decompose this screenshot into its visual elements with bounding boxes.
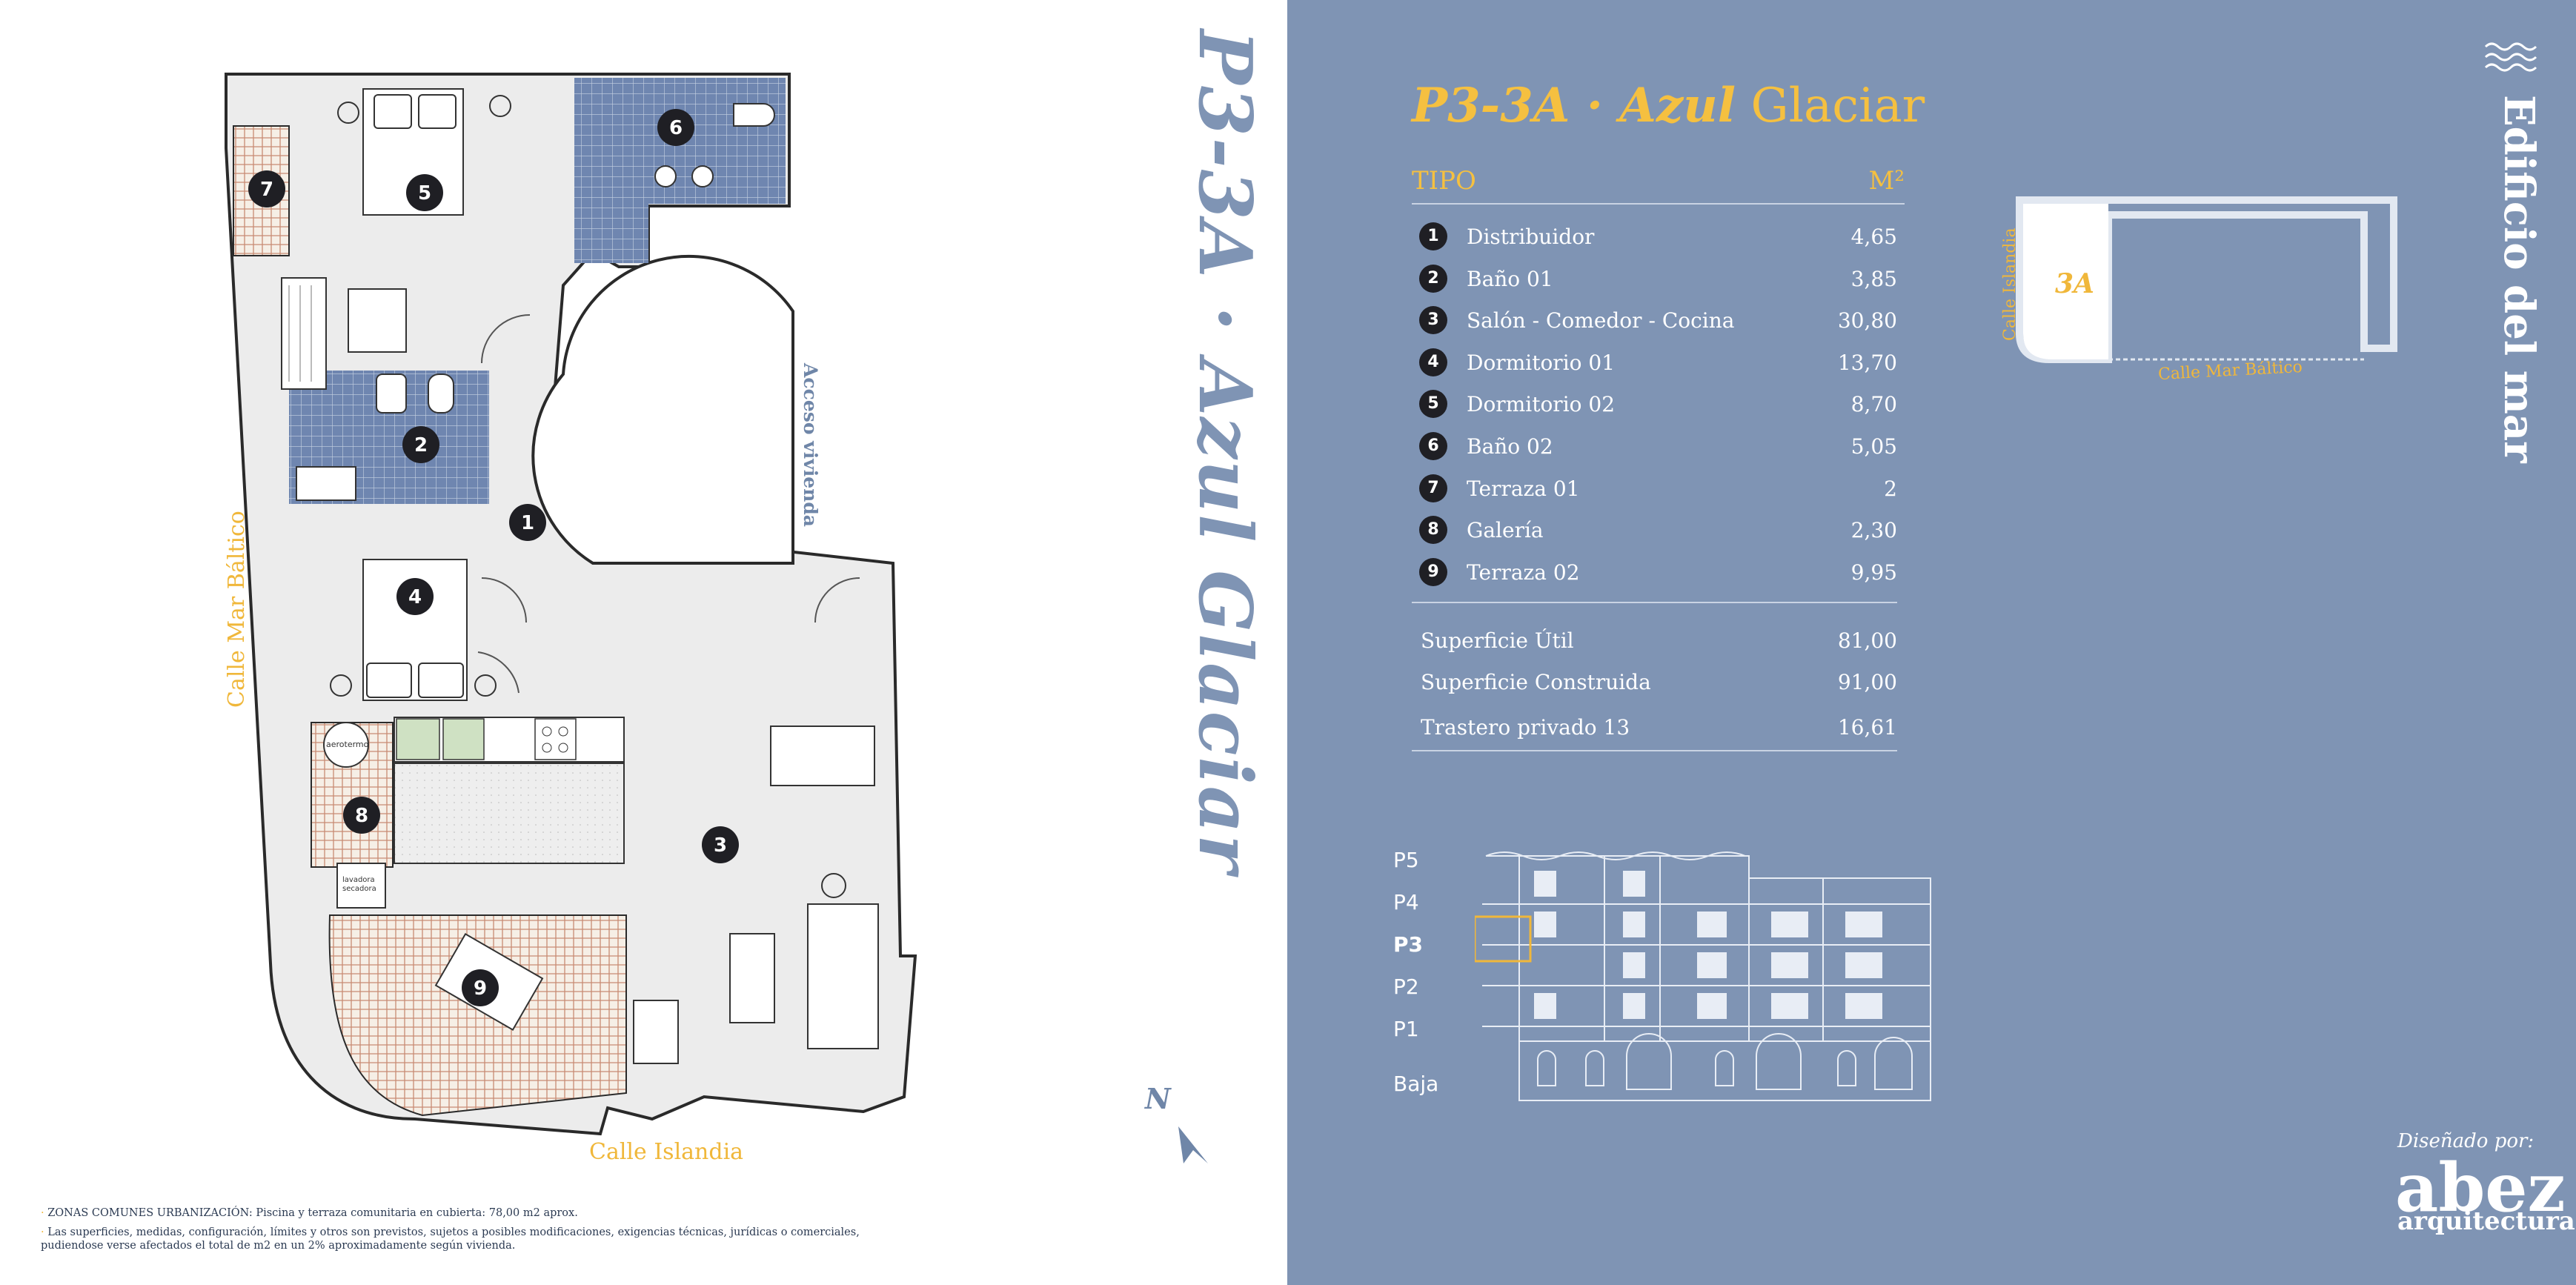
note-1: · ZONAS COMUNES URBANIZACIÓN: Piscina y … [41, 1207, 578, 1219]
room-name: Salón - Comedor - Cocina [1467, 308, 1735, 333]
room-name: Baño 01 [1467, 266, 1553, 291]
street-mar-baltico: Calle Mar Báltico [224, 511, 250, 708]
room-number-badge: 9 [1419, 557, 1447, 586]
room-row: 5 Dormitorio 02 8,70 [1412, 388, 1897, 421]
room-row: 6 Baño 02 5,05 [1412, 431, 1897, 463]
room-area: 3,85 [1850, 266, 1897, 291]
room-area: 9,95 [1850, 560, 1897, 585]
floor-baja[interactable]: Baja [1393, 1072, 1439, 1096]
building-name-vertical: Edificio del mar [2490, 95, 2549, 463]
room-name: Dormitorio 01 [1467, 350, 1616, 375]
header-tipo: TIPO [1412, 166, 1476, 196]
designed-by-label: Diseñado por: [2397, 1130, 2534, 1152]
summary-value: 91,00 [1837, 670, 1897, 694]
room-area: 8,70 [1850, 392, 1897, 417]
floorplan-page: 1 2 3 4 5 6 7 8 9 aerotermo lavadora sec… [0, 0, 1287, 1285]
summary-value: 16,61 [1837, 715, 1897, 740]
room-row: 3 Salón - Comedor - Cocina 30,80 [1412, 305, 1897, 337]
north-arrow-icon [1178, 1126, 1208, 1163]
room-row: 9 Terraza 02 9,95 [1412, 557, 1897, 589]
summary-label: Trastero privado 13 [1421, 715, 1630, 740]
brand-logo-sub: arquitectura [2397, 1206, 2575, 1236]
room-number-badge: 4 [1419, 348, 1447, 376]
room-row: 2 Baño 01 3,85 [1412, 263, 1897, 296]
floor-plan: 1 2 3 4 5 6 7 8 9 [225, 73, 917, 1136]
note-2: · Las superficies, medidas, configuració… [41, 1226, 860, 1252]
north-indicator: N [1145, 1082, 1219, 1171]
room-area: 2 [1884, 476, 1897, 501]
room-number-badge: 6 [1419, 432, 1447, 460]
lavadora-label: lavadora [342, 876, 375, 884]
room-row: 4 Dormitorio 01 13,70 [1412, 347, 1897, 379]
right-title: P3-3A · Azul Glaciar [1412, 78, 1925, 133]
brand-logo-name: abez [2395, 1149, 2566, 1227]
room-number-badge: 2 [1419, 264, 1447, 293]
summary-label: Superficie Útil [1421, 628, 1574, 653]
room-area: 13,70 [1837, 350, 1897, 375]
summary-row: Superficie Útil 81,00 [1421, 628, 1897, 661]
unit-title-text: P3-3A · Azul Glaciar [1182, 30, 1267, 874]
floor-p1[interactable]: P1 [1393, 1017, 1419, 1041]
room-area: 30,80 [1837, 308, 1897, 333]
key-plan [2016, 196, 2397, 363]
room-name: Dormitorio 02 [1467, 392, 1616, 417]
svg-text:3: 3 [714, 834, 727, 857]
summary-value: 81,00 [1837, 628, 1897, 653]
building-name: Edificio del mar [2494, 95, 2543, 463]
room-name: Terraza 01 [1467, 476, 1580, 501]
notes: · ZONAS COMUNES URBANIZACIÓN: Piscina y … [41, 1206, 900, 1258]
secadora-label: secadora [342, 885, 376, 893]
svg-text:8: 8 [355, 805, 368, 827]
street-islandia: Calle Islandia [589, 1139, 744, 1165]
svg-text:6: 6 [669, 117, 683, 139]
room-name: Baño 02 [1467, 434, 1553, 459]
floor-p5[interactable]: P5 [1393, 848, 1419, 872]
waves-icon [2484, 42, 2537, 72]
room-row: 7 Terraza 01 2 [1412, 473, 1897, 505]
room-name: Terraza 02 [1467, 560, 1580, 585]
room-area: 5,05 [1850, 434, 1897, 459]
room-number-badge: 5 [1419, 390, 1447, 419]
svg-text:5: 5 [418, 182, 431, 205]
svg-text:1: 1 [521, 512, 534, 534]
header-m2: M² [1868, 166, 1905, 196]
room-number-badge: 3 [1419, 306, 1447, 335]
aerotermo-label: aerotermo [326, 740, 369, 749]
vertical-unit-title: P3-3A · Azul Glaciar [1178, 30, 1267, 874]
floor-p4[interactable]: P4 [1393, 890, 1419, 914]
keyplan-street-left: Calle Islandia [2001, 228, 2019, 341]
svg-text:2: 2 [414, 434, 428, 456]
keyplan-unit: 3A [2055, 268, 2094, 299]
acceso-vivienda-label: Acceso vivienda [800, 363, 821, 528]
summary-row: Trastero privado 13 16,61 [1421, 715, 1897, 748]
floor-p2[interactable]: P2 [1393, 974, 1419, 999]
room-number-badge: 8 [1419, 516, 1447, 545]
room-name: Distribuidor [1467, 225, 1595, 249]
summary-divider [1412, 750, 1897, 751]
room-number-badge: 1 [1419, 222, 1447, 250]
floor-p3[interactable]: P3 [1393, 932, 1424, 957]
table-divider [1412, 602, 1897, 603]
summary-label: Superficie Construida [1421, 670, 1651, 694]
table-header: TIPO M² [1412, 165, 1905, 205]
room-row: 8 Galería 2,30 [1412, 514, 1897, 547]
svg-text:7: 7 [260, 179, 273, 201]
north-label: N [1145, 1082, 1171, 1115]
svg-text:9: 9 [474, 977, 487, 1000]
active-floor-highlight [1475, 915, 1532, 963]
room-area: 4,65 [1850, 225, 1897, 249]
room-area: 2,30 [1850, 518, 1897, 543]
summary-row: Superficie Construida 91,00 [1421, 670, 1897, 703]
svg-text:4: 4 [408, 586, 422, 608]
room-number-badge: 7 [1419, 474, 1447, 502]
building-elevation [1475, 851, 1931, 1101]
room-name: Galería [1467, 518, 1544, 543]
room-row: 1 Distribuidor 4,65 [1412, 221, 1897, 253]
